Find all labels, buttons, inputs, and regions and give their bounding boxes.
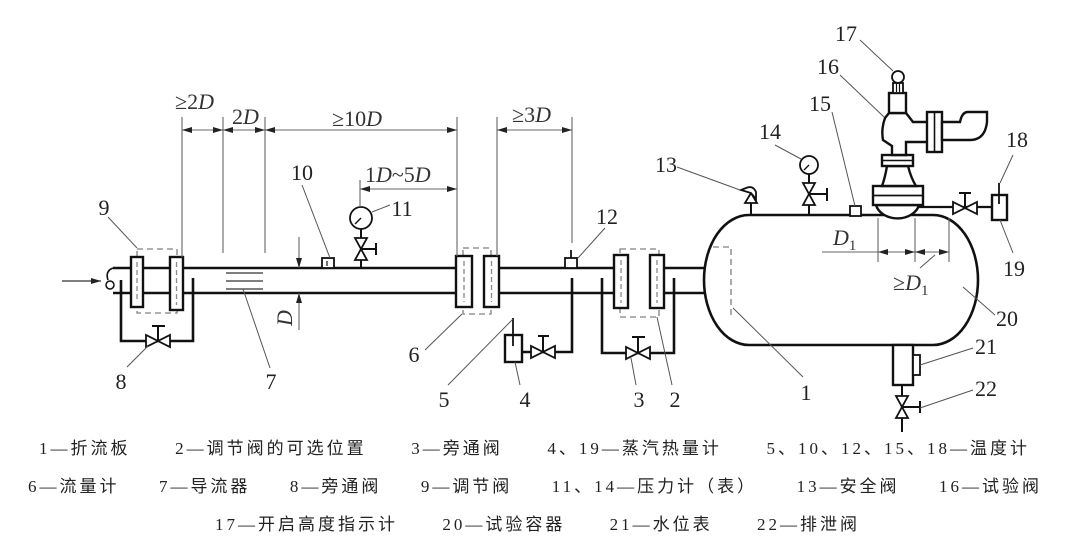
legend-item: 2—调节阀的可选位置 [175,439,367,458]
legend-item: 8—旁通阀 [289,477,382,496]
valve-body [881,111,930,157]
callout-3: 3 [634,387,645,412]
callout-18: 18 [1006,127,1028,152]
legend-line: 17—开启高度指示计 20—试验容器 21—水位表 22—排泄阀 [215,514,860,536]
callout-12: 12 [596,204,618,229]
leader-lines [107,39,1014,409]
legend-item: 5、10、12、15、18—温度计 [766,439,1030,458]
callout-13: 13 [655,152,677,177]
dim-label-min-D1: ≥D1 [893,270,928,299]
pressure-gauge-11 [349,206,377,268]
dimension-extension-lines [181,117,950,262]
callout-8: 8 [116,369,127,394]
callout-22: 22 [975,376,997,401]
legend-item: 11、14—压力计（表） [551,477,758,496]
legend-item: 17—开启高度指示计 [215,515,398,534]
callout-19: 19 [1003,256,1025,281]
callout-9: 9 [99,195,110,220]
callout-7: 7 [266,369,277,394]
thermometer-12 [564,250,578,269]
safety-valve-13 [738,186,759,216]
dim-label-2D: 2D [232,104,259,129]
valve-inlet-dome [874,203,921,220]
calorimeter-line-4 [522,278,574,354]
legend-item: 22—排泄阀 [756,515,860,534]
flow-straightener [226,272,263,290]
valve-neck [880,164,919,188]
callout-6: 6 [409,342,420,367]
legend-item: 9—调节阀 [420,477,513,496]
callout-14: 14 [759,119,781,144]
callout-1: 1 [801,380,812,405]
legend-item: 3—旁通阀 [411,439,503,458]
callout-labels: 1 2 3 4 5 6 7 8 9 10 11 12 13 14 15 16 1… [99,21,1029,412]
callout-21: 21 [975,334,997,359]
callout-2: 2 [670,387,681,412]
calorimeter-valve [530,335,556,360]
legend-item: 21—水位表 [609,515,713,534]
legend-item: 1—折流板 [39,439,131,458]
bypass-valve-3 [625,336,651,361]
safety-valve-test-rig-diagram: ≥2D 2D ≥10D ≥3D 1D~5D D D1 ≥D1 1 2 3 4 [62,21,1029,432]
calorimeter-19-valve [952,192,978,216]
callout-16: 16 [817,54,839,79]
water-level-gauge-21 [891,343,921,387]
dim-label-min-2D: ≥2D [175,89,214,114]
dim-label-pipe-diameter: D [272,310,297,327]
callout-5: 5 [439,387,450,412]
valve-bonnet [887,91,908,115]
pipe-break-circle [105,280,115,290]
callout-20: 20 [996,306,1018,331]
legend-item: 13—安全阀 [796,477,900,496]
legend-line: 1—折流板 2—调节阀的可选位置 3—旁通阀 4、19—蒸汽热量计 5、10、1… [39,438,1030,460]
callout-4: 4 [520,387,531,412]
flowmeter-6 [454,254,501,309]
test-valve-16 [871,91,989,220]
legend-item: 16—试验阀 [939,477,1042,496]
legend-item: 6—流量计 [28,477,120,496]
dim-label-vessel-diameter: D1 [832,225,856,254]
valve-outlet-elbow [940,110,989,142]
baffle-plate-1 [713,246,732,315]
regulating-valve-optional-position-2 [612,253,666,310]
drain-valve-22 [894,385,921,432]
legend-line: 6—流量计 7—导流器 8—旁通阀 9—调节阀 11、14—压力计（表） 13—… [28,476,1042,498]
thermometer-10 [321,257,335,269]
bypass-valve-8 [145,325,171,349]
legend-item: 4、19—蒸汽热量计 [547,439,722,458]
thermometer-15 [849,205,862,217]
pressure-gauge-14 [799,155,828,216]
regulating-valve-9 [129,255,185,312]
test-vessel-20 [702,213,980,347]
legend-item: 20—试验容器 [442,515,566,534]
callout-17: 17 [835,21,857,46]
callout-10: 10 [291,160,313,185]
legend-item: 7—导流器 [158,477,251,496]
callout-11: 11 [391,196,412,221]
callout-15: 15 [809,91,831,116]
dim-label-1D-5D: 1D~5D [365,162,431,187]
pipe-break-symbol [106,267,114,281]
dim-label-min-3D: ≥3D [512,102,551,127]
dimension-lines [182,127,949,330]
dim-label-min-10D: ≥10D [332,106,382,131]
lift-indicator-17 [891,70,905,94]
